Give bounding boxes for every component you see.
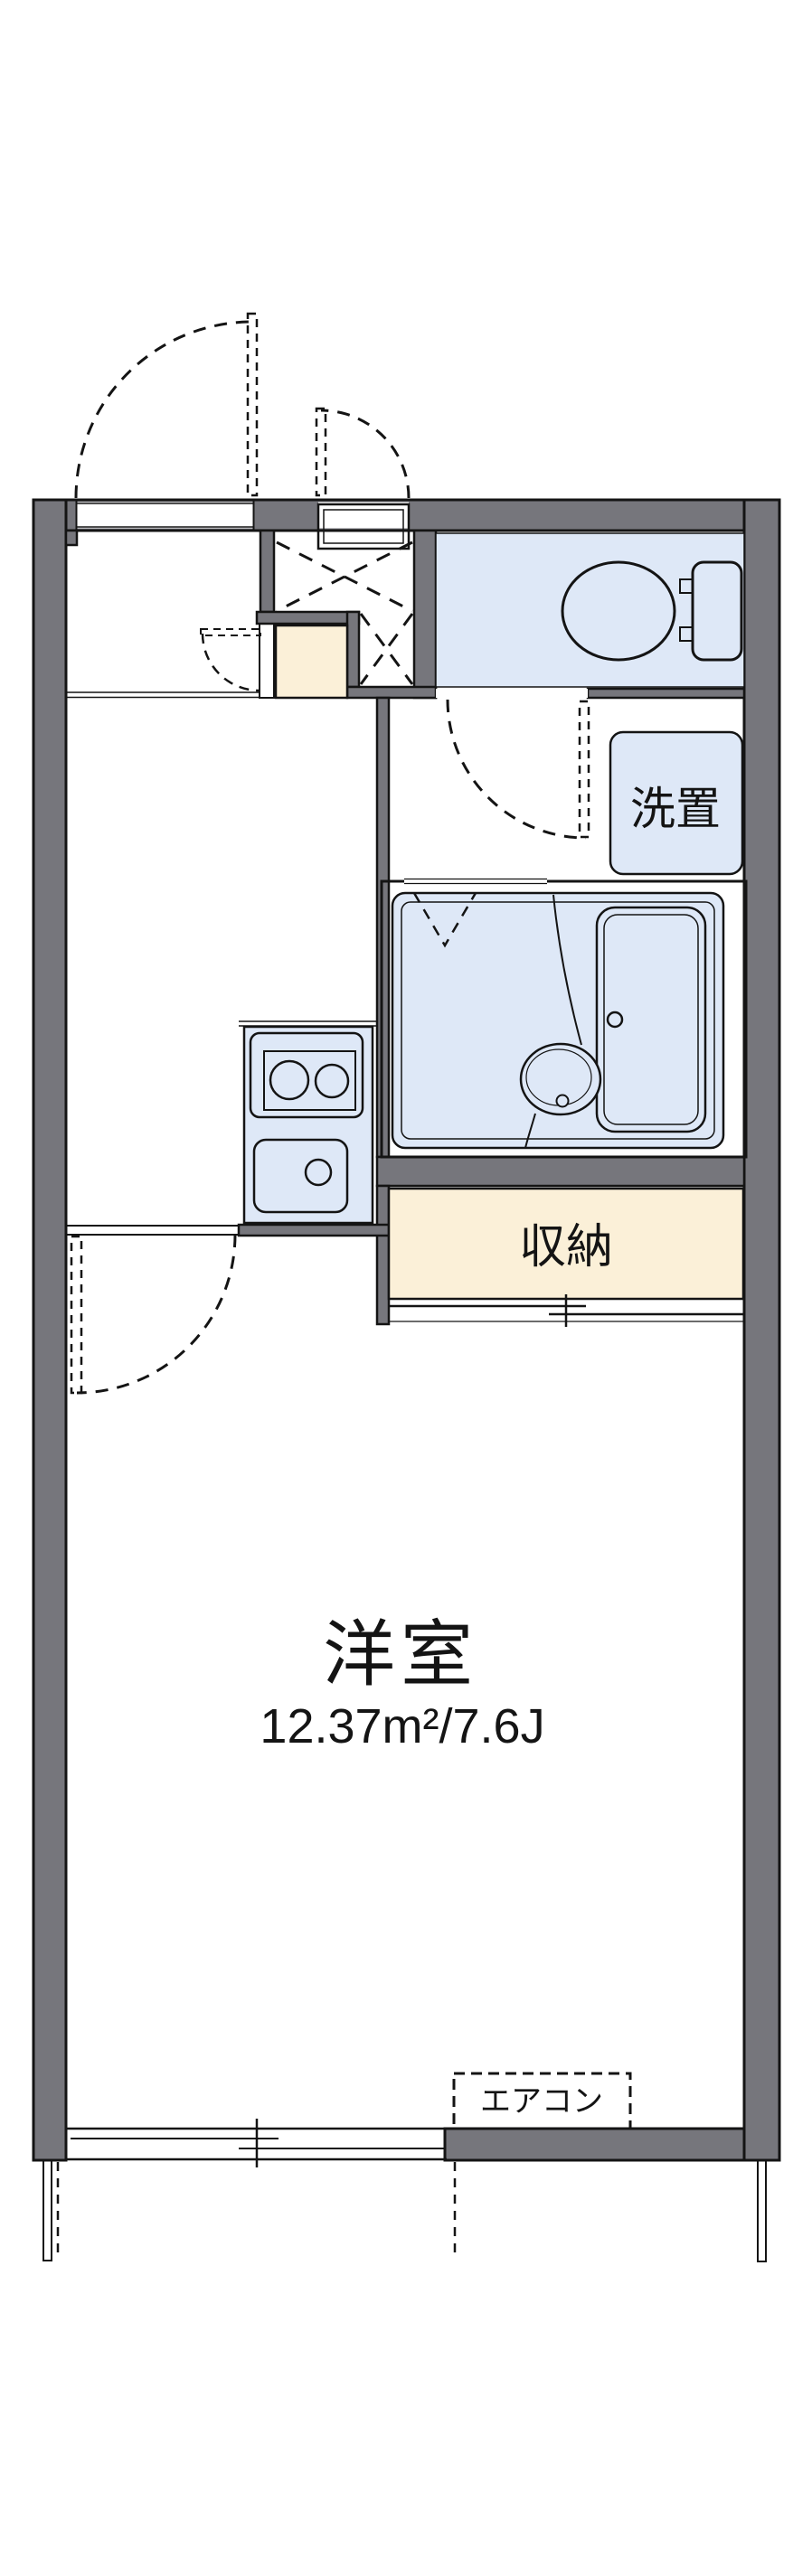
- main-room-label: 洋室: [323, 1614, 478, 1695]
- shoe-cabinet-side-wall: [345, 610, 361, 689]
- hall-door-closed: [259, 623, 275, 699]
- outer-walls: [32, 498, 781, 2162]
- closet-side-wall: [375, 1184, 391, 1326]
- main-room-door-swing-arc: [76, 1234, 237, 1395]
- hall-door-swing-arc: [201, 633, 260, 692]
- meter-box-opening: [318, 502, 409, 529]
- toilet-bottom-wall: [586, 687, 746, 700]
- washbasin-drain: [555, 1094, 570, 1108]
- stove-burner-left: [269, 1059, 310, 1101]
- main-room-door-leaf: [70, 1235, 83, 1395]
- balcony-divider-left: [42, 2160, 52, 2261]
- meter-box-door-leaf: [315, 407, 327, 497]
- toilet-tank: [691, 560, 743, 662]
- bath-counter-edge: [552, 894, 582, 1046]
- laundry-space: 洗置: [609, 730, 744, 876]
- bottom-wall: [443, 2127, 746, 2162]
- bathroom-door-opening: [404, 878, 547, 886]
- laundry-space-label: 洗置: [630, 784, 721, 834]
- laundry-space-box: [609, 730, 744, 876]
- entrance-door-leaf: [246, 312, 259, 497]
- balcony-window: [66, 2119, 447, 2167]
- kitchen-sink: [252, 1138, 349, 1214]
- storage-closet-box: [387, 1187, 745, 1301]
- sink-drain: [304, 1158, 333, 1187]
- bath-closet-wall: [375, 1155, 746, 1188]
- entrance-step-lines: [66, 691, 260, 699]
- main-room-area-label: 12.37m²/7.6J: [260, 1699, 544, 1753]
- entrance-door: [74, 312, 259, 531]
- meter-box-door-swing-arc: [320, 409, 411, 499]
- main-room-door-opening-lines: [66, 1225, 239, 1236]
- left-wall: [32, 498, 68, 2162]
- kitchen-counter-edge: [239, 1020, 376, 1027]
- storage-closet-label: 収納: [519, 1221, 613, 1274]
- right-wall: [742, 498, 781, 2162]
- bath-pan-inner: [401, 901, 715, 1140]
- bath-folding-door: [412, 892, 477, 948]
- balcony-divider-right: [757, 2160, 767, 2262]
- entrance-area: [66, 541, 414, 700]
- shoe-cabinet: [274, 624, 349, 700]
- meter-box-door: [315, 407, 411, 550]
- bathtub-inner: [603, 914, 699, 1125]
- toilet-door-opening: [436, 689, 588, 698]
- stove-burner-frame: [263, 1050, 356, 1111]
- entrance-opening: [76, 502, 254, 529]
- bathroom-opening-lines: [404, 878, 547, 885]
- bathroom: [380, 878, 748, 1159]
- shoe-cabinet-top-wall: [255, 610, 361, 625]
- entrance-toilet-wall: [412, 529, 438, 700]
- bath-counter-edge-lower: [524, 1113, 536, 1149]
- aircon-label: エアコン: [480, 2084, 603, 2119]
- meter-box-door-frame: [316, 503, 411, 550]
- hall-corner-pier: [64, 529, 79, 547]
- toilet-door-swing-arc: [446, 699, 587, 840]
- meter-box-x-mark-upper: [276, 541, 413, 613]
- main-room-door: [66, 1225, 239, 1395]
- bathroom-outline: [380, 879, 748, 1159]
- meter-box-door-frame-inner: [323, 509, 404, 544]
- aircon-box: [452, 2072, 632, 2130]
- entrance-bottom-wall: [345, 685, 438, 700]
- storage-closet: 収納: [387, 1187, 745, 1327]
- stove-burner-right: [314, 1063, 350, 1099]
- hall-door-leaf: [200, 628, 261, 636]
- kitchen-mainroom-wall: [237, 1223, 391, 1237]
- entrance-opening-jambs: [75, 500, 255, 531]
- toilet-room: [435, 532, 745, 840]
- main-room: 洋室 12.37m²/7.6J: [260, 1614, 544, 1753]
- hall-meterbox-wall: [259, 529, 276, 614]
- entrance-threshold-lines: [76, 503, 254, 528]
- bathtub-drain: [606, 1011, 624, 1029]
- air-conditioner: エアコン: [452, 2072, 632, 2130]
- balcony-boundaries: [42, 2160, 767, 2262]
- kitchen-unit: [239, 1020, 376, 1225]
- washbasin: [519, 1042, 602, 1116]
- bathtub: [595, 906, 707, 1133]
- entrance-door-swing-arc: [74, 320, 253, 499]
- toilet-bowl: [561, 560, 676, 662]
- toilet-door-leaf: [578, 700, 590, 839]
- meter-box-x-mark-lower: [359, 613, 414, 685]
